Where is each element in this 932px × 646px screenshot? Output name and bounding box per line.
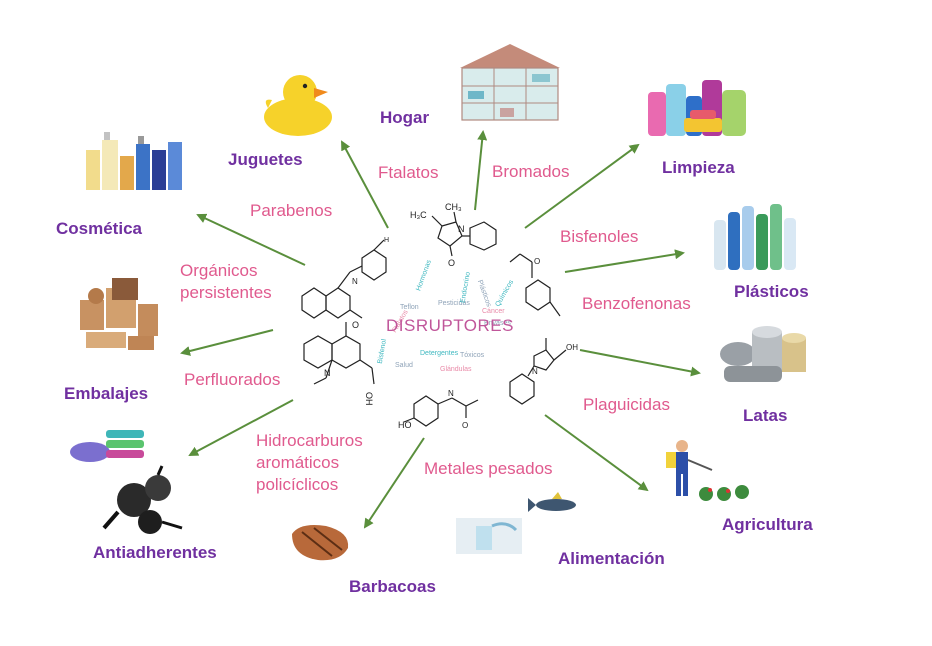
source-alimentacion: Alimentación: [558, 549, 665, 568]
chemical-line: Ftalatos: [378, 163, 439, 182]
quinolone-molecule: [303, 322, 375, 385]
arrow-to-embalajes: [180, 329, 274, 356]
house-icon: [460, 44, 560, 121]
source-plasticos: Plásticos: [734, 282, 809, 301]
acetanilide-molecule: [509, 253, 561, 317]
fish-icon: [528, 492, 576, 512]
cosmetics-icon: [86, 132, 182, 190]
label-n-top: N: [458, 224, 465, 234]
chemical-parabenos: Parabenos: [250, 200, 332, 222]
label-h-azo: H: [384, 237, 389, 244]
chemical-line: Plaguicidas: [583, 395, 670, 414]
rubber-duck-icon: [264, 75, 332, 136]
chemical-plaguicidas: Plaguicidas: [583, 394, 670, 416]
cloud-word: Salud: [395, 362, 413, 369]
cloud-word: Pesticidas: [438, 300, 470, 307]
azo-dye-molecule: [301, 239, 387, 319]
chemical-ftalatos: Ftalatos: [378, 162, 438, 184]
chemical-line: policíclicos: [256, 475, 339, 495]
chemical-hidrocarburos: Hidrocarburos aromáticos policíclicos: [256, 430, 363, 496]
label-n-pyra: N: [532, 367, 538, 376]
chemical-line: aromáticos: [256, 453, 340, 473]
chemical-line: persistentes: [180, 283, 272, 303]
pyrazolone-oh-molecule: [509, 338, 567, 405]
farmer-spraying-icon: [666, 440, 749, 501]
arrow-to-plasticos: [564, 249, 685, 273]
source-limpieza: Limpieza: [662, 158, 735, 177]
chemical-line: Parabenos: [250, 201, 333, 220]
chemical-bromados: Bromados: [492, 161, 569, 183]
label-o-acet: O: [534, 257, 540, 266]
label-h3c-top: H₃C: [410, 210, 427, 220]
arrow-to-agricultura: [544, 414, 649, 492]
label-o-para: O: [462, 421, 468, 430]
source-cosmetica: Cosmética: [56, 219, 142, 238]
source-latas: Latas: [743, 406, 788, 425]
arrow-to-limpieza: [524, 143, 640, 229]
label-oh-pyra: OH: [566, 343, 578, 352]
grilled-meat-icon: [292, 525, 349, 561]
cloud-word: Teflon: [400, 304, 419, 311]
chemical-benzofenonas: Benzofenonas: [582, 293, 691, 315]
arrow-to-antiadherentes: [188, 399, 294, 456]
chemical-line: Bromados: [492, 162, 570, 181]
frying-pans-icon: [102, 465, 183, 534]
arrow-to-juguetes: [341, 140, 389, 229]
label-ho-para: HO: [398, 420, 412, 430]
chemical-line: Benzofenonas: [582, 294, 691, 313]
chemical-bisfenoles: Bisfenoles: [560, 226, 638, 248]
water-glass-icon: [456, 518, 522, 554]
chemical-line: Orgánicos: [180, 261, 258, 280]
arrow-to-barbacoas: [363, 437, 425, 529]
source-agricultura: Agricultura: [722, 515, 813, 534]
label-o-quin: O: [352, 320, 359, 330]
arrow-to-hogar: [474, 130, 488, 211]
source-antiadherentes: Antiadherentes: [93, 543, 217, 562]
label-ch3-top: CH₃: [445, 202, 462, 212]
cloud-word: Detergentes: [420, 350, 459, 357]
source-embalajes: Embalajes: [64, 384, 149, 403]
pyrazolone-molecule: [431, 211, 497, 257]
plastic-bottles-icon: [714, 204, 796, 270]
label-n-azo: N: [352, 277, 358, 286]
food-containers-icon: [70, 430, 144, 462]
chemical-organicos-persistentes: Orgánicos persistentes: [180, 260, 272, 304]
chemical-line: Bisfenoles: [560, 227, 639, 246]
cleaning-products-icon: [648, 80, 746, 136]
label-o-top: O: [448, 258, 455, 268]
chemical-metales-pesados: Metales pesados: [424, 458, 553, 480]
cloud-word: Envases: [484, 320, 511, 327]
packaging-boxes-icon: [80, 278, 158, 350]
source-barbacoas: Barbacoas: [349, 577, 436, 596]
source-hogar: Hogar: [380, 108, 430, 127]
chemical-line: Hidrocarburos: [256, 431, 363, 450]
chemical-line: Perfluorados: [184, 370, 281, 389]
cloud-word: Cáncer: [482, 308, 505, 315]
cloud-word: Tóxicos: [460, 352, 485, 359]
label-oh-quin: OH: [364, 392, 374, 406]
cloud-word: Glándulas: [440, 366, 472, 373]
label-n-para: N: [448, 389, 454, 398]
source-juguetes: Juguetes: [228, 150, 303, 169]
chemical-perfluorados: Perfluorados: [184, 369, 280, 391]
label-n-quin: N: [324, 368, 331, 378]
cans-icon: [720, 326, 806, 382]
paracetamol-molecule: [403, 395, 479, 427]
center-label: DISRUPTORES: [386, 316, 514, 335]
arrow-to-cosmetica: [196, 213, 306, 266]
arrow-to-latas: [579, 349, 701, 377]
chemical-line: Metales pesados: [424, 459, 553, 478]
